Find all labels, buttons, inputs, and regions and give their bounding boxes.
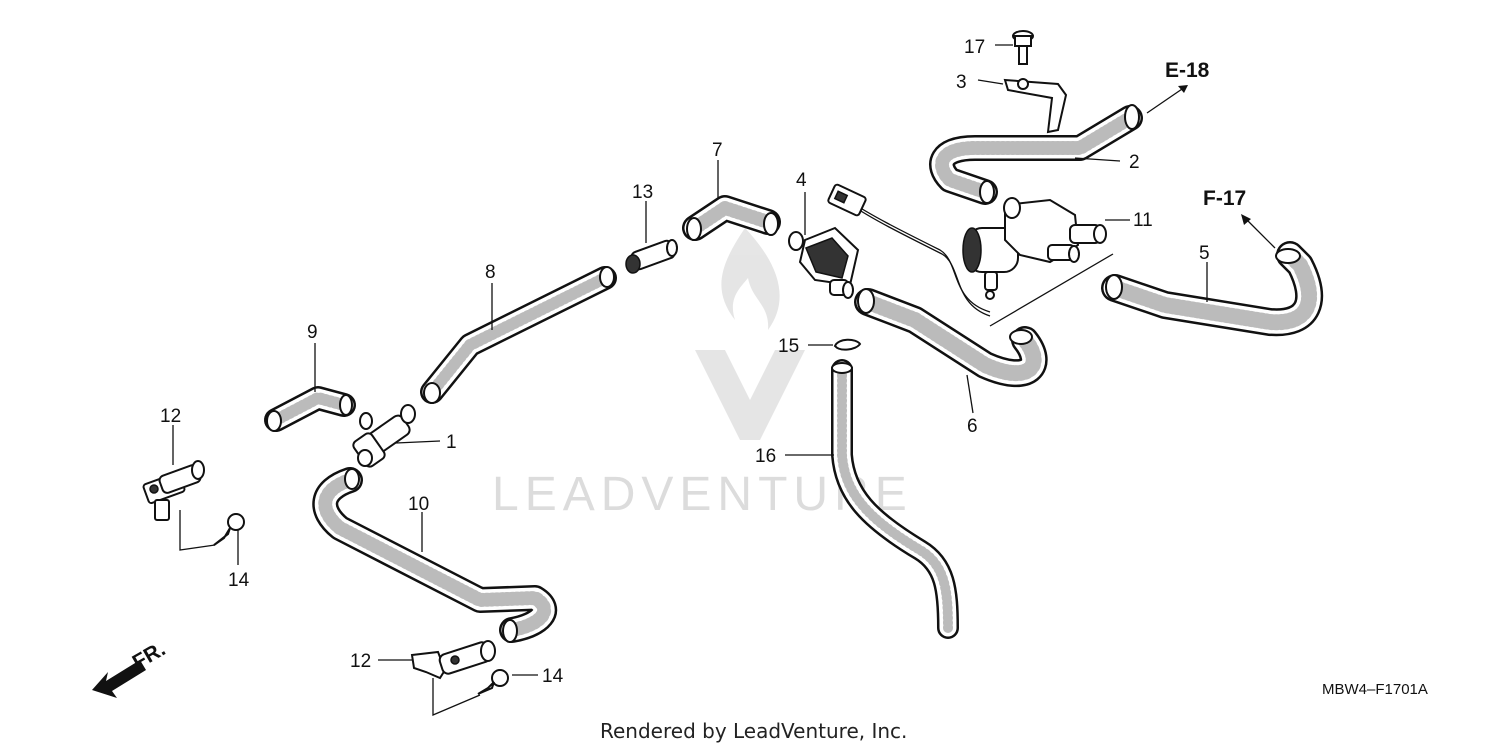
leader-lines: [172, 44, 1276, 716]
front-arrow-icon: FR.: [92, 637, 169, 698]
clamp-12-bottom: [410, 640, 496, 680]
callout-12-left: 12: [160, 406, 181, 427]
bracket-3: [1003, 78, 1068, 134]
callout-7: 7: [712, 140, 723, 161]
callout-8: 8: [485, 262, 496, 283]
hose-5: [1101, 241, 1324, 337]
callout-13: 13: [632, 182, 653, 203]
callouts: 17 3 2 4 11 5 6 7 13 8 9 1 10 15 16 12 1…: [160, 37, 1210, 687]
callout-5: 5: [1199, 243, 1210, 264]
callout-9: 9: [307, 322, 318, 343]
joint-13: [625, 239, 678, 274]
callout-11: 11: [1133, 210, 1153, 231]
clip-15: [833, 338, 862, 351]
hose-8: [420, 266, 617, 404]
callout-10: 10: [408, 494, 429, 515]
control-valve-11: [827, 183, 1107, 317]
callout-12-bottom: 12: [350, 651, 371, 672]
callout-6: 6: [967, 416, 978, 437]
callout-17: 17: [964, 37, 985, 58]
hose-7: [682, 195, 781, 241]
diagram-code: MBW4–F1701A: [1322, 681, 1428, 698]
callout-15: 15: [778, 336, 799, 357]
bolt-17: [1012, 30, 1034, 65]
t-joint-1: [352, 404, 416, 468]
screw-14-bottom: [477, 669, 509, 695]
callout-16: 16: [755, 446, 776, 467]
callout-4: 4: [796, 170, 807, 191]
callout-1: 1: [446, 432, 457, 453]
clamp-12-left: [142, 460, 205, 521]
ref-e18[interactable]: E-18: [1165, 59, 1210, 82]
callout-14-bottom: 14: [542, 666, 564, 687]
credit-text: Rendered by LeadVenture, Inc.: [600, 719, 907, 743]
hose-16: [831, 359, 959, 639]
hose-9: [264, 386, 356, 432]
ref-f17[interactable]: F-17: [1203, 187, 1246, 210]
reed-valve-4: [788, 226, 860, 299]
callout-14-left: 14: [228, 570, 250, 591]
callout-3: 3: [956, 72, 967, 93]
hose-2: [929, 104, 1143, 205]
watermark-v-icon: [695, 350, 805, 440]
callout-2: 2: [1129, 152, 1140, 173]
hose-10: [312, 467, 557, 643]
watermark-flame-icon: [721, 228, 780, 330]
hose-6: [854, 288, 1048, 388]
screw-14-left: [213, 513, 245, 546]
